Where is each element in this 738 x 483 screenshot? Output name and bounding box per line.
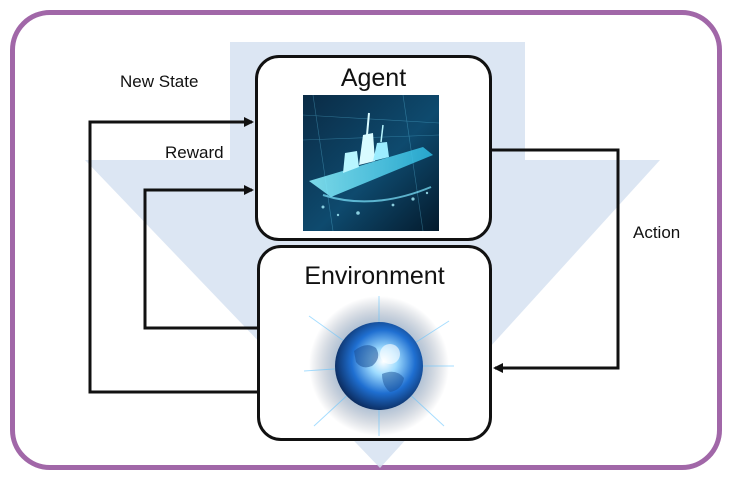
new-state-arrow	[88, 117, 258, 394]
earth-orb-icon	[303, 296, 454, 436]
environment-node: Environment	[257, 245, 492, 441]
reward-label: Reward	[165, 143, 224, 162]
action-label: Action	[633, 223, 681, 242]
action-arrow	[492, 148, 620, 373]
agent-title: Agent	[340, 64, 407, 92]
reward-arrow	[143, 185, 258, 330]
new-state-label: New State	[120, 72, 199, 91]
environment-title: Environment	[304, 262, 445, 290]
agent-node: Agent	[255, 55, 492, 241]
battleship-icon	[302, 94, 440, 232]
